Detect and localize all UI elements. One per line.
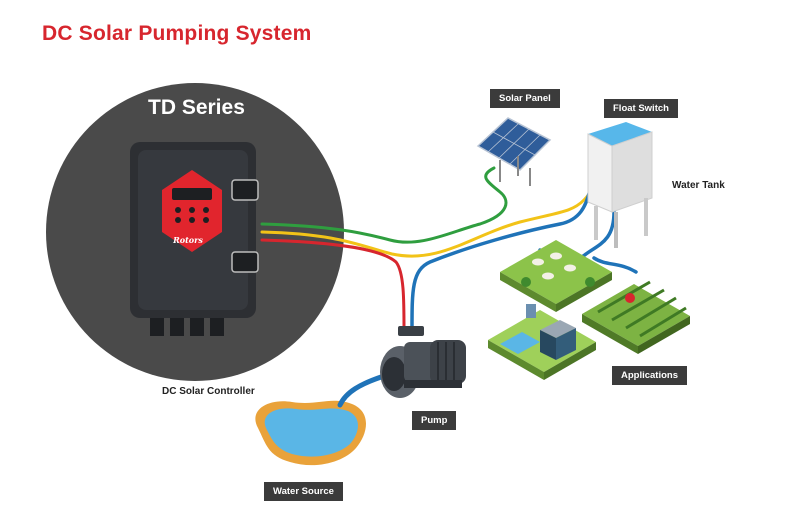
dc-solar-controller <box>130 142 259 336</box>
crop-field <box>582 280 690 354</box>
water-source-pond <box>255 400 366 466</box>
solar-panel-label: Solar Panel <box>490 89 560 108</box>
suction-pipe <box>337 373 387 408</box>
dc-solar-controller-label: DC Solar Controller <box>162 386 255 397</box>
pump-label: Pump <box>412 411 457 430</box>
water-source-label: Water Source <box>264 482 343 501</box>
water-tank-unit <box>587 122 653 248</box>
controller-series-label: TD Series <box>148 96 245 119</box>
brand-logo: Rotors <box>172 235 203 245</box>
page-title: DC Solar Pumping System <box>42 22 312 45</box>
red-cable <box>260 238 406 332</box>
pipe-to-crops <box>592 256 638 274</box>
float-switch-label: Float Switch <box>604 99 678 118</box>
solar-panel-unit <box>476 117 552 186</box>
water-tank-label: Water Tank <box>672 180 725 191</box>
pump-unit <box>380 326 466 398</box>
house-with-pool <box>488 304 596 380</box>
green-cable <box>260 166 508 244</box>
livestock-field <box>500 240 612 312</box>
applications-label: Applications <box>612 366 688 385</box>
